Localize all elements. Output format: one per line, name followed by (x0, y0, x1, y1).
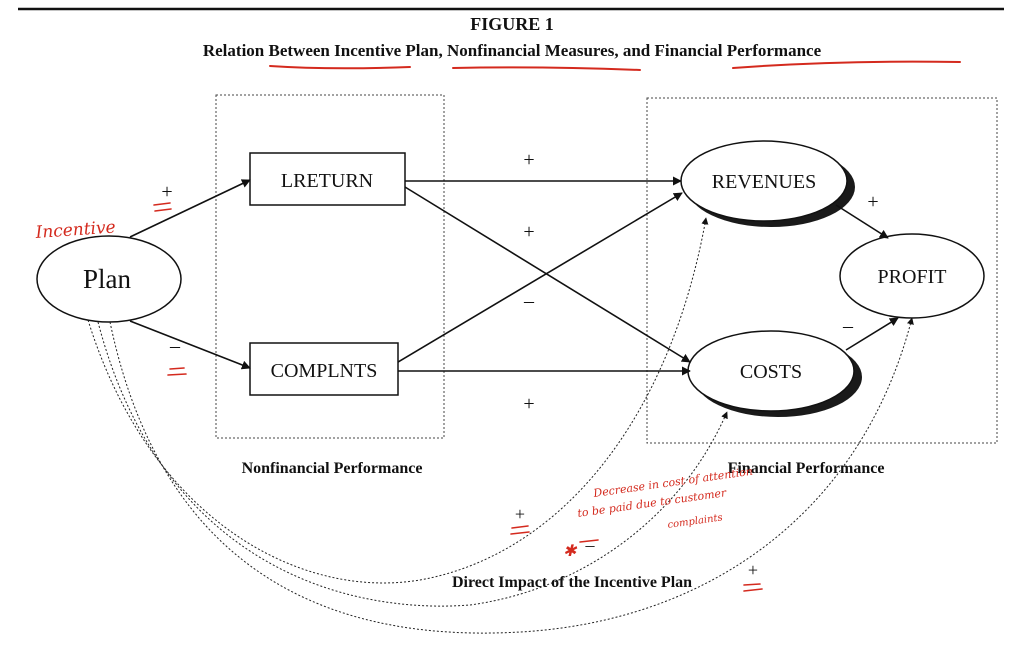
sign-costs-profit: – (842, 315, 854, 337)
star-mark: ✱ (563, 541, 578, 560)
edge-plan-complnts (129, 320, 251, 370)
underline-nonfinancial (452, 66, 641, 71)
title-underlines (269, 60, 961, 71)
sign-plan-lreturn: + (161, 181, 172, 203)
emphasis-marks (153, 202, 763, 592)
sign-direct-profit: + (748, 560, 758, 580)
direct-impact-label: Direct Impact of the Incentive Plan (452, 574, 692, 591)
sign-revenues-profit: + (867, 191, 878, 213)
figure-title: Relation Between Incentive Plan, Nonfina… (203, 41, 822, 60)
edge-plan-lreturn (129, 179, 251, 238)
complnts-node (249, 342, 399, 396)
sign-complnts-revenues: – (523, 290, 535, 312)
plan-label: Plan (83, 264, 132, 294)
figure-title-nonfinancial: Nonfinancial Measures (447, 41, 615, 60)
nonfinancial-label: Nonfinancial Performance (242, 460, 423, 477)
mark-direct-profit (743, 583, 763, 592)
figure-title-sep2: , and (614, 41, 654, 60)
edge-lreturn-costs (404, 186, 691, 363)
direct-impact-edges (87, 217, 914, 634)
edge-costs-profit (845, 317, 899, 351)
profit-label: PROFIT (878, 266, 947, 288)
mark-direct-costs (579, 539, 599, 543)
figure-number: FIGURE 1 (470, 14, 554, 34)
mark-direct-revenues (510, 525, 530, 535)
figure-title-incentive-plan: Incentive Plan (334, 41, 439, 60)
sign-lreturn-revenues: + (523, 149, 534, 171)
lreturn-label: LRETURN (281, 170, 373, 192)
sign-lreturn-costs: + (523, 221, 534, 243)
figure-title-financial: Financial Performance (654, 41, 821, 60)
mark-plan-complnts (167, 367, 187, 376)
figure-title-sep1: , (438, 41, 447, 60)
nonfinancial-group-box (215, 94, 445, 439)
solid-edges (129, 176, 899, 376)
edge-revenues-profit (835, 204, 889, 239)
sign-direct-costs: – (585, 535, 596, 555)
plan-node (36, 235, 182, 323)
sign-direct-revenues: + (515, 504, 525, 524)
direct-plan-profit (109, 317, 914, 634)
financial-group-box (646, 97, 998, 444)
mark-plan-lreturn (153, 202, 172, 212)
complnts-label: COMPLNTS (271, 360, 378, 382)
lreturn-node (249, 152, 406, 206)
direct-plan-costs (97, 321, 728, 607)
note-line-3: complaints (667, 512, 723, 531)
direct-plan-revenues (87, 217, 709, 584)
costs-label: COSTS (740, 361, 802, 383)
sign-plan-complnts: – (169, 335, 181, 357)
revenues-label: REVENUES (712, 171, 816, 193)
underline-financial (732, 60, 961, 69)
underline-incentive-plan (269, 65, 411, 70)
edge-signs: + – + + – + + – + – + (161, 149, 878, 580)
figure-title-prefix: Relation Between (203, 41, 334, 60)
financial-label: Financial Performance (728, 460, 885, 477)
edge-complnts-revenues (397, 192, 683, 363)
sign-complnts-costs: + (523, 393, 534, 415)
